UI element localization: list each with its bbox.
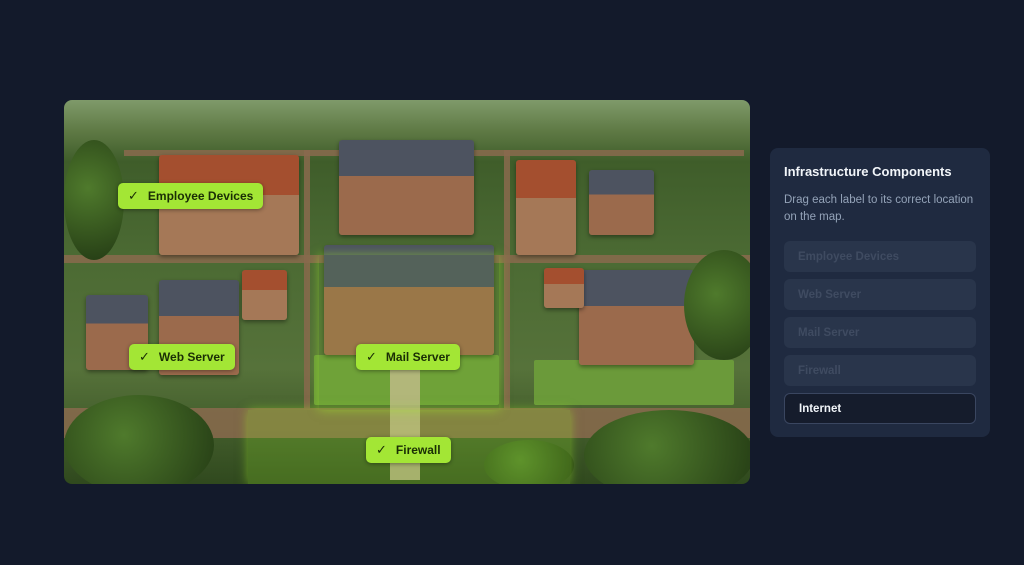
trees [684, 250, 750, 360]
component-web-server: Web Server [784, 279, 976, 310]
chapel [516, 160, 576, 255]
check-icon: ✓ [139, 349, 150, 364]
placed-label-firewall[interactable]: ✓ Firewall [366, 437, 451, 463]
building [544, 268, 584, 308]
check-icon: ✓ [366, 349, 377, 364]
mail-server-zone-highlight [319, 255, 499, 410]
placed-label-mail-server[interactable]: ✓ Mail Server [356, 344, 460, 370]
placed-label-employee-devices[interactable]: ✓ Employee Devices [118, 183, 264, 209]
lawn [534, 360, 734, 405]
components-panel: Infrastructure Components Drag each labe… [770, 148, 990, 437]
trees [584, 410, 750, 484]
wall [504, 150, 510, 410]
component-firewall: Firewall [784, 355, 976, 386]
building [242, 270, 287, 320]
main-hall [339, 140, 474, 235]
label-text: Mail Server [385, 350, 450, 364]
check-icon: ✓ [128, 188, 139, 203]
building [579, 270, 694, 365]
panel-instructions: Drag each label to its correct location … [784, 194, 974, 223]
label-text: Employee Devices [147, 189, 254, 203]
building [589, 170, 654, 235]
mail-server-building [324, 245, 494, 355]
trees [484, 440, 574, 484]
label-text: Web Server [158, 350, 225, 364]
panel-title: Infrastructure Components [784, 164, 952, 179]
trees [64, 140, 124, 260]
component-mail-server: Mail Server [784, 317, 976, 348]
label-text: Firewall [395, 443, 441, 457]
check-icon: ✓ [376, 442, 387, 457]
campus-map[interactable]: ✓ Employee Devices ✓ Web Server ✓ Mail Serv… [64, 100, 750, 484]
placed-label-web-server[interactable]: ✓ Web Server [129, 344, 235, 370]
component-internet[interactable]: Internet [784, 393, 976, 424]
trees [64, 395, 214, 484]
component-employee-devices: Employee Devices [784, 241, 976, 272]
wall [304, 150, 310, 410]
